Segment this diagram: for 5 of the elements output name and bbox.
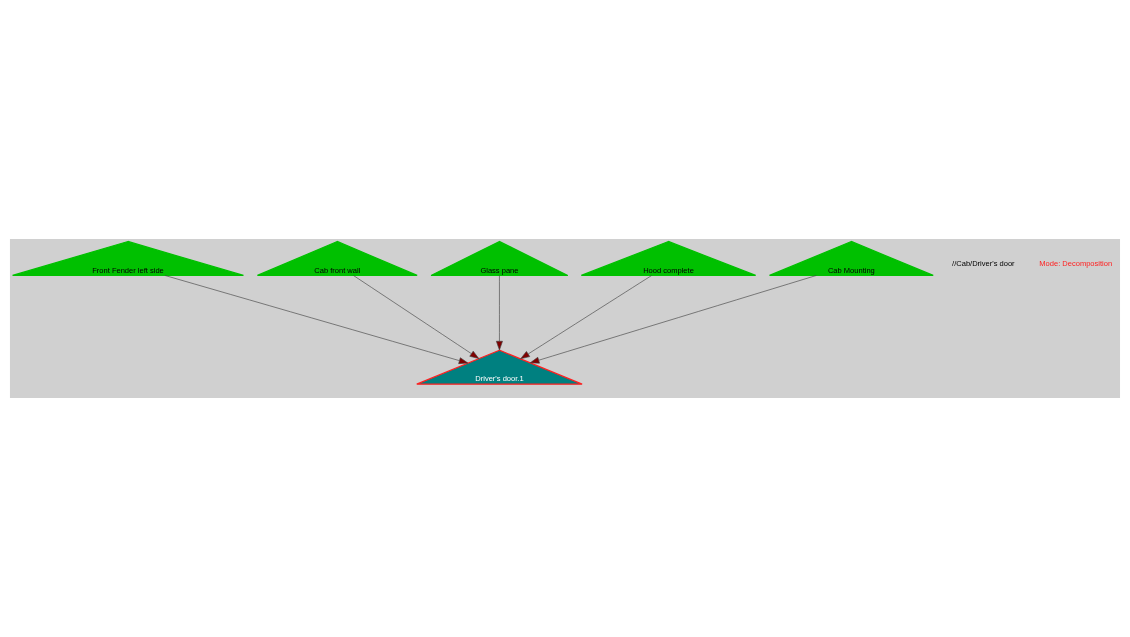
arrow: [353, 275, 480, 359]
arrow: [496, 275, 503, 351]
arrow: [529, 275, 817, 364]
arrow: [164, 275, 469, 364]
arrow: [520, 275, 652, 360]
